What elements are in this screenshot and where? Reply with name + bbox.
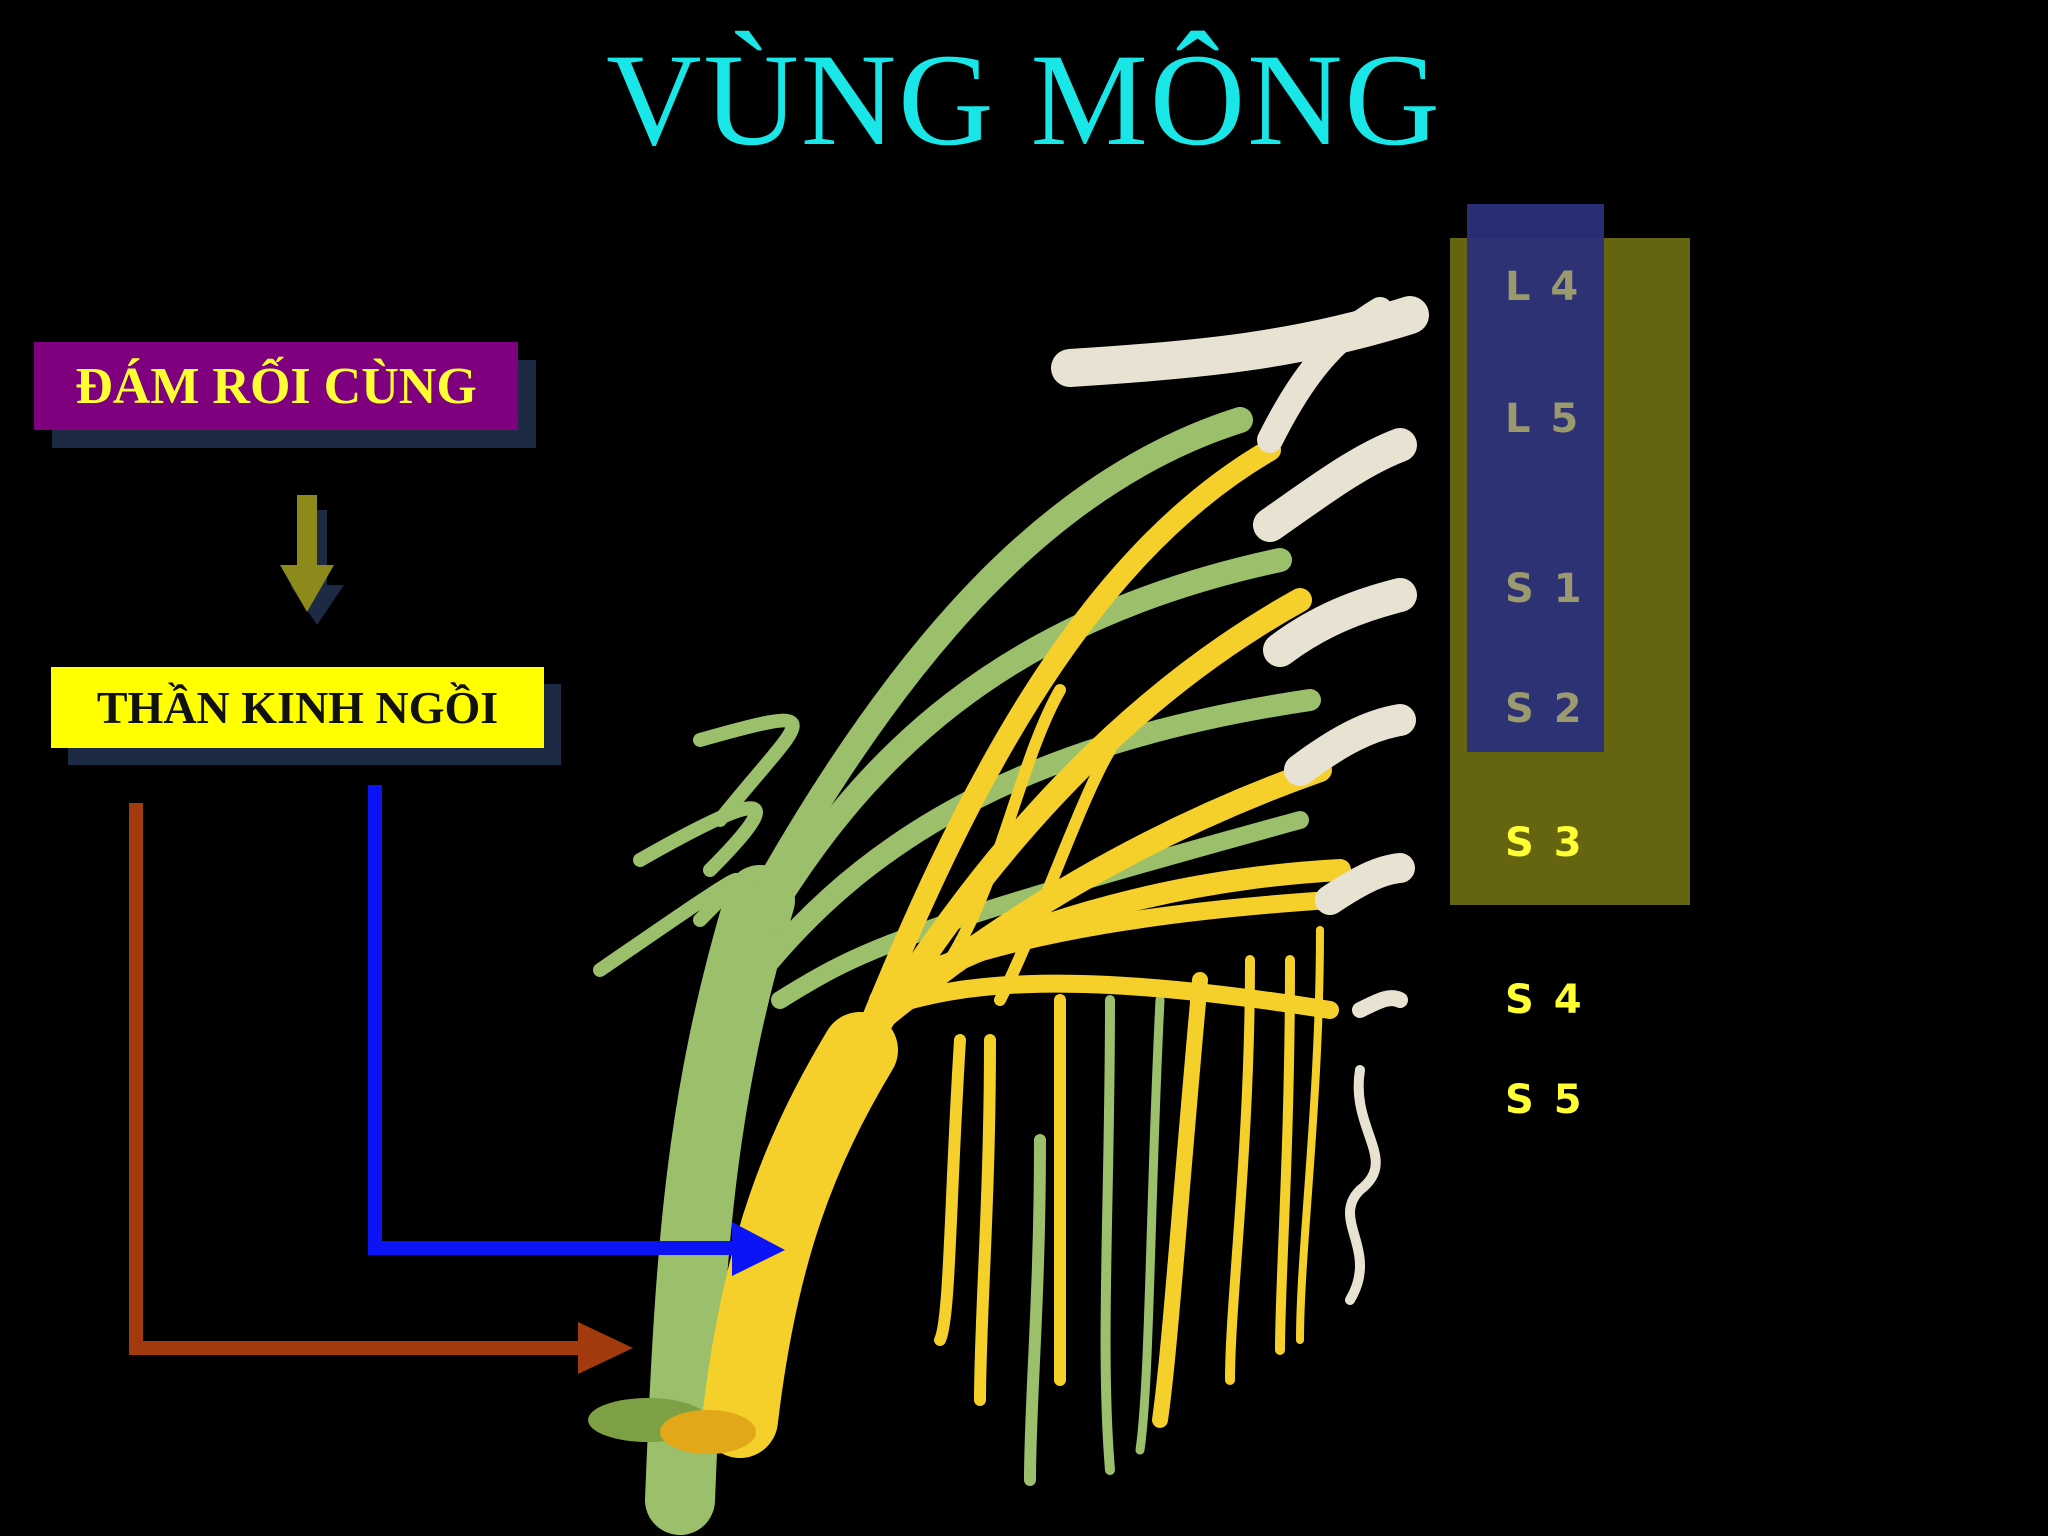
lumbar-level-band: [1467, 204, 1604, 752]
level-label-s5: S 5: [1505, 1077, 1585, 1123]
sciatic-nerve-label: THẦN KINH NGỒI: [96, 682, 499, 733]
sacral-plexus-box: ĐÁM RỐI CÙNG: [34, 342, 518, 430]
yellow-trunk-cut-end: [660, 1410, 756, 1454]
level-label-s4: S 4: [1505, 977, 1585, 1023]
level-label-s3: S 3: [1505, 820, 1585, 866]
level-label-s2: S 2: [1505, 686, 1585, 732]
tibial-pointer-arrow: [368, 785, 785, 1276]
level-label-l4: L 4: [1505, 264, 1582, 310]
yellow-nerve-branches: [702, 439, 1351, 1458]
fibular-pointer-arrow: [129, 803, 633, 1374]
level-label-s1: S 1: [1505, 566, 1585, 612]
plexus-to-sciatic-arrow: [280, 495, 344, 625]
sciatic-nerve-box: THẦN KINH NGỒI: [51, 667, 544, 748]
level-label-l5: L 5: [1505, 396, 1582, 442]
sacral-plexus-label: ĐÁM RỐI CÙNG: [75, 357, 477, 415]
spinal-root-stumps: [1051, 296, 1429, 1305]
page-title: VÙNG MÔNG: [606, 26, 1442, 173]
